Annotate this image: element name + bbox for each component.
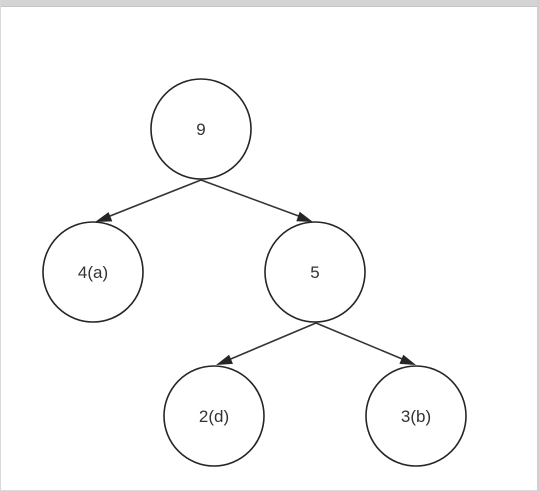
node-right-left: 2(d) [163,365,265,467]
arrowhead-right-to-right-left [216,354,233,365]
node-right-label: 5 [310,263,319,282]
window-top-strip [1,0,537,7]
node-root: 9 [150,78,252,180]
node-right: 5 [264,221,366,323]
edge-right-to-right-left [225,322,317,362]
arrowhead-root-to-right [296,211,313,222]
edge-root-to-right [200,179,305,219]
arrowhead-root-to-left [95,212,113,222]
edge-root-to-left [104,179,202,219]
node-left: 4(a) [42,221,144,323]
edge-right-to-right-right [315,322,408,362]
node-right-left-label: 2(d) [199,407,229,426]
node-right-right-label: 3(b) [401,407,431,426]
node-root-label: 9 [196,120,205,139]
node-right-right: 3(b) [365,365,467,467]
arrowhead-right-to-right-right [399,354,416,365]
edges [95,179,416,365]
node-left-label: 4(a) [78,263,108,282]
